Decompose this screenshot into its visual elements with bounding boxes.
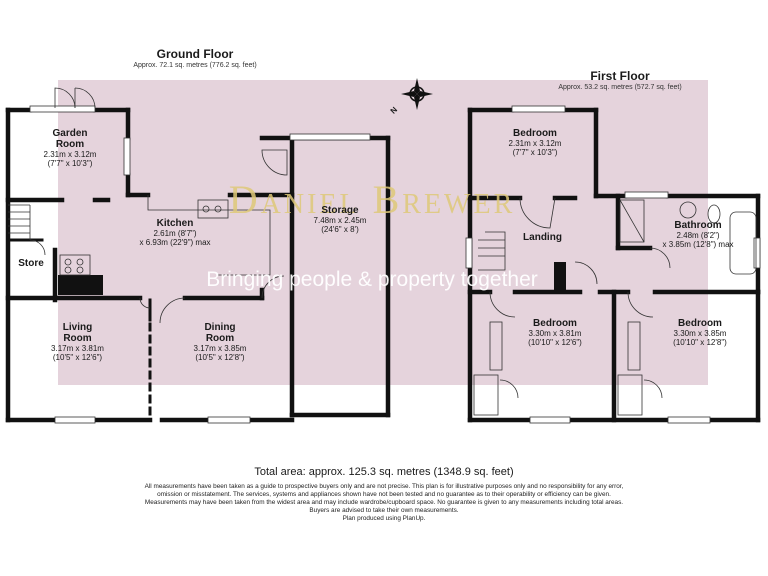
watermark-tagline: Bringing people & property together — [206, 268, 538, 291]
first-floor-area: Approx. 53.2 sq. metres (572.7 sq. feet) — [558, 84, 682, 91]
room-bathroom: Bathroom 2.48m (8'2") x 3.85m (12'8") ma… — [648, 220, 748, 249]
room-bedroom-right: Bedroom 3.30m x 3.85m (10'10" x 12'8") — [650, 318, 750, 347]
disclaimer-line: Plan produced using PlanUp. — [342, 515, 426, 522]
room-bedroom-top: Bedroom 2.31m x 3.12m (7'7" x 10'3") — [485, 128, 585, 157]
room-dims: 2.61m (8'7") x 6.93m (22'9") max — [139, 229, 211, 247]
room-garden-room: Garden Room 2.31m x 3.12m (7'7" x 10'3") — [20, 128, 120, 168]
room-dims: 3.30m x 3.81m (10'10" x 12'6") — [528, 329, 582, 347]
watermark-band — [58, 80, 708, 385]
room-name: Kitchen — [156, 218, 194, 229]
disclaimer: All measurements have been taken as a gu… — [84, 483, 684, 523]
room-name: Living Room — [62, 322, 93, 344]
room-name: Bathroom — [674, 220, 722, 231]
ground-floor-area: Approx. 72.1 sq. metres (776.2 sq. feet) — [133, 62, 257, 69]
first-floor-title: First Floor — [590, 69, 650, 83]
room-bedroom-left: Bedroom 3.30m x 3.81m (10'10" x 12'6") — [505, 318, 605, 347]
room-name: Bedroom — [513, 128, 557, 139]
disclaimer-line: omission or misstatement. The services, … — [157, 491, 611, 498]
room-name: Landing — [523, 232, 562, 243]
watermark-name: Daniel Brewer — [228, 177, 516, 222]
ground-floor-title: Ground Floor — [156, 47, 234, 61]
disclaimer-line: Measurements may have been taken from th… — [144, 499, 624, 506]
disclaimer-line: Buyers are advised to take their own mea… — [309, 507, 459, 514]
room-store: Store — [10, 258, 52, 269]
room-dims: 2.48m (8'2") x 3.85m (12'8") max — [662, 231, 734, 249]
room-dims: 7.48m x 2.45m (24'6" x 8') — [313, 216, 367, 234]
room-kitchen: Kitchen 2.61m (8'7") x 6.93m (22'9") max — [115, 218, 235, 247]
room-name: Garden Room — [52, 128, 88, 150]
room-name: Bedroom — [533, 318, 577, 329]
room-storage: Storage 7.48m x 2.45m (24'6" x 8') — [295, 205, 385, 234]
disclaimer-line: All measurements have been taken as a gu… — [144, 483, 624, 490]
room-dims: 3.17m x 3.85m (10'5" x 12'8") — [193, 344, 247, 362]
room-name: Bedroom — [678, 318, 722, 329]
room-living-room: Living Room 3.17m x 3.81m (10'5" x 12'6"… — [30, 322, 125, 362]
compass-icon — [390, 74, 440, 114]
room-landing: Landing — [510, 232, 575, 243]
room-name: Dining Room — [204, 322, 236, 344]
room-dining-room: Dining Room 3.17m x 3.85m (10'5" x 12'8"… — [170, 322, 270, 362]
room-name: Store — [18, 258, 44, 269]
room-dims: 2.31m x 3.12m (7'7" x 10'3") — [508, 139, 562, 157]
room-name: Storage — [321, 205, 359, 216]
room-dims: 2.31m x 3.12m (7'7" x 10'3") — [43, 150, 97, 168]
total-area: Total area: approx. 125.3 sq. metres (13… — [254, 466, 514, 478]
room-dims: 3.17m x 3.81m (10'5" x 12'6") — [51, 344, 104, 362]
room-dims: 3.30m x 3.85m (10'10" x 12'8") — [673, 329, 727, 347]
